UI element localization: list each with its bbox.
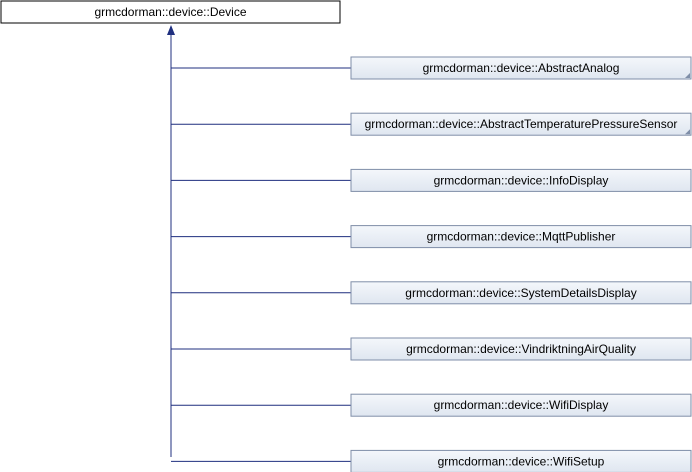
derived-class-label: grmcdorman::device::VindriktningAirQuali…: [406, 342, 636, 356]
derived-class-label: grmcdorman::device::SystemDetailsDisplay: [405, 286, 636, 300]
derived-class-node[interactable]: grmcdorman::device::VindriktningAirQuali…: [350, 337, 692, 361]
derived-class-node[interactable]: grmcdorman::device::WifiDisplay: [350, 393, 692, 417]
derived-class-node[interactable]: grmcdorman::device::AbstractTemperatureP…: [350, 112, 692, 136]
collapsed-children-icon: [685, 73, 690, 78]
base-class-label: grmcdorman::device::Device: [94, 5, 246, 19]
derived-class-label: grmcdorman::device::InfoDisplay: [434, 173, 609, 187]
derived-class-label: grmcdorman::device::WifiSetup: [438, 454, 605, 468]
collapsed-children-icon: [685, 129, 690, 135]
derived-class-node[interactable]: grmcdorman::device::InfoDisplay: [350, 168, 692, 192]
derived-class-node[interactable]: grmcdorman::device::SystemDetailsDisplay: [350, 281, 692, 305]
inheritance-arrow-icon: [167, 25, 175, 35]
derived-class-node[interactable]: grmcdorman::device::WifiSetup: [350, 449, 692, 472]
derived-class-label: grmcdorman::device::AbstractTemperatureP…: [365, 117, 678, 131]
derived-class-node[interactable]: grmcdorman::device::MqttPublisher: [350, 225, 692, 249]
derived-class-node[interactable]: grmcdorman::device::AbstractAnalog: [350, 56, 692, 80]
derived-class-label: grmcdorman::device::WifiDisplay: [434, 398, 609, 412]
derived-class-label: grmcdorman::device::MqttPublisher: [427, 230, 616, 244]
derived-class-label: grmcdorman::device::AbstractAnalog: [423, 61, 620, 75]
base-class-node[interactable]: grmcdorman::device::Device: [0, 0, 341, 24]
